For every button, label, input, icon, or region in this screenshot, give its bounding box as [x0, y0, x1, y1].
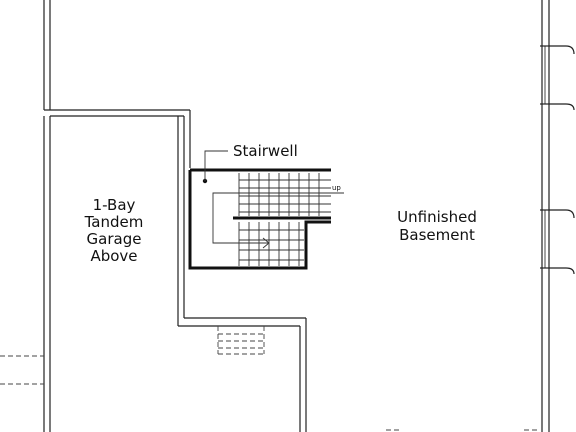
- up-marker: up: [323, 184, 344, 194]
- garage-label-line-1: 1-Bay: [93, 196, 136, 214]
- stair-direction-line: [212, 192, 331, 249]
- stair-treads-lower: [238, 222, 304, 266]
- garage-label: 1-Bay Tandem Garage Above: [84, 196, 144, 265]
- stair-treads-upper: [238, 173, 331, 216]
- arrow-right-icon: [262, 237, 270, 249]
- stairwell-callout: Stairwell: [202, 142, 298, 184]
- garage-label-line-2: Tandem: [84, 213, 144, 231]
- right-exterior-wall: [541, 0, 550, 432]
- right-window-upper: [540, 45, 575, 111]
- lower-wall: [178, 317, 307, 432]
- dashed-lines-left: [0, 355, 44, 385]
- garage-left-wall: [43, 116, 51, 432]
- left-exterior-wall: [43, 0, 190, 117]
- basement-label-line-2: Basement: [399, 226, 475, 244]
- dashed-steps-bottom: [217, 326, 265, 355]
- garage-label-line-3: Garage: [87, 230, 142, 248]
- stair-direction-label: up: [332, 184, 341, 192]
- right-window-lower: [540, 209, 575, 275]
- stairwell-enclosure: [188, 168, 331, 270]
- garage-label-line-4: Above: [90, 247, 137, 265]
- stairwell-label: Stairwell: [233, 142, 298, 160]
- basement-label: Unfinished Basement: [397, 208, 477, 244]
- garage-right-wall: [177, 110, 191, 326]
- basement-label-line-1: Unfinished: [397, 208, 477, 226]
